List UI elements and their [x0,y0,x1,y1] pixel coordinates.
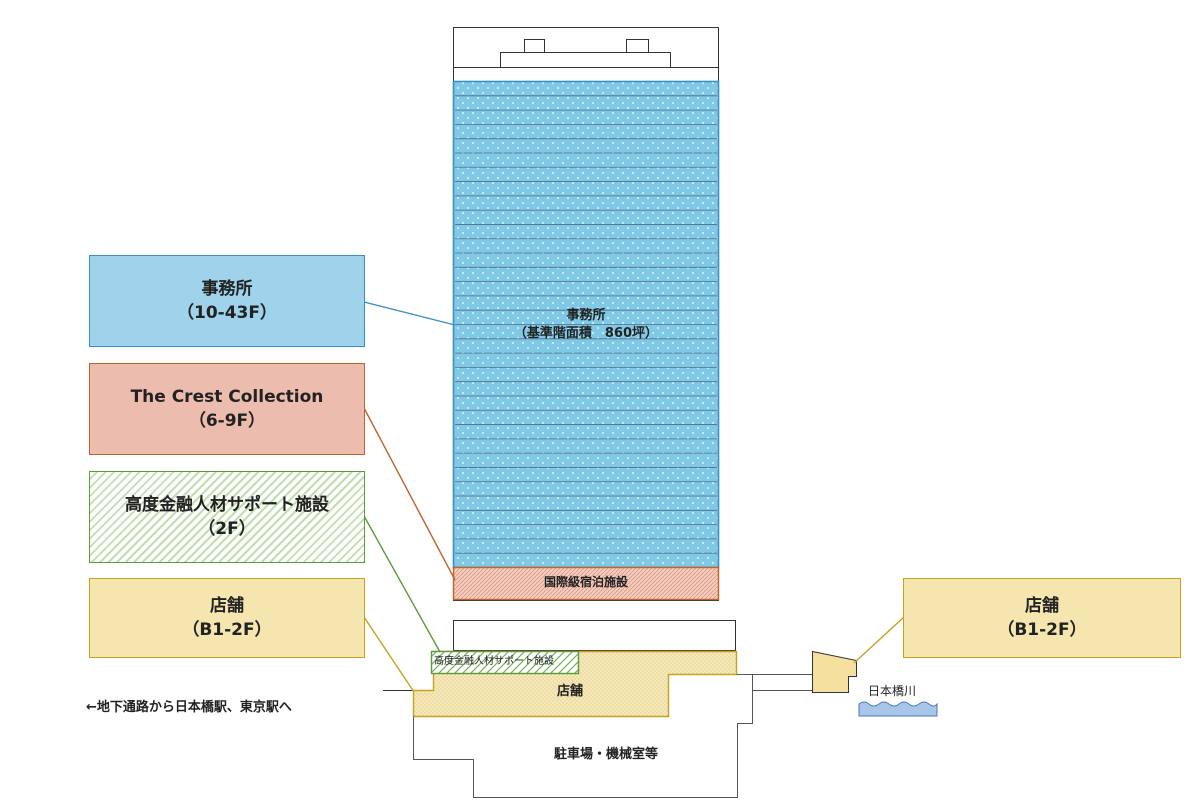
callout-office-floors: （10-43F） [177,303,277,323]
rooftop-penthouse [500,52,671,68]
callout-retail-right: 店舗 （B1-2F） [903,578,1181,658]
office-floor-lines [455,95,717,554]
leader-retail-right [853,616,905,664]
parking-label: 駐車場・機械室等 [553,747,658,762]
basement-outline [413,690,813,798]
callout-office-title: 事務所 [201,279,253,299]
retail-block-right [812,650,857,693]
river-label: 日本橋川 [868,684,917,698]
callout-retail-left: 店舗 （B1-2F） [89,578,365,658]
hotel-label: 国際級宿泊施設 [543,575,628,589]
rooftop-mechanical [453,67,719,82]
leader-retail-left [363,616,415,693]
callout-office: 事務所 （10-43F） [89,255,365,347]
leader-finance [363,515,441,653]
retail-label: 店舗 [556,684,583,699]
river-water [858,701,938,717]
basement-connector [736,674,813,691]
callout-retail-left-floors: （B1-2F） [182,620,272,640]
leader-crest [363,407,456,581]
office-label-title: 事務所 [566,308,606,323]
hotel-floors-block [452,566,720,601]
callout-crest-floors: （6-9F） [188,411,266,431]
office-label-area: （基準階面積 860坪） [513,326,659,341]
callout-retail-right-floors: （B1-2F） [997,620,1087,640]
finance-facility-block [430,650,580,675]
callout-finance-title: 高度金融人材サポート施設 [125,495,329,515]
underpass-label: ←地下通路から日本橋駅、東京駅へ [86,700,292,715]
leader-office [363,301,456,326]
office-label: 事務所 （基準階面積 860坪） [453,307,719,343]
podium-level-upper [453,620,736,651]
callout-finance-floors: （2F） [198,519,256,539]
callout-retail-left-title: 店舗 [210,596,244,616]
callout-finance-facility: 高度金融人材サポート施設 （2F） [89,471,365,563]
callout-crest-collection: The Crest Collection （6-9F） [89,363,365,455]
callout-crest-title: The Crest Collection [130,387,324,407]
callout-retail-right-title: 店舗 [1025,596,1059,616]
finance-facility-label: 高度金融人材サポート施設 [434,656,554,667]
